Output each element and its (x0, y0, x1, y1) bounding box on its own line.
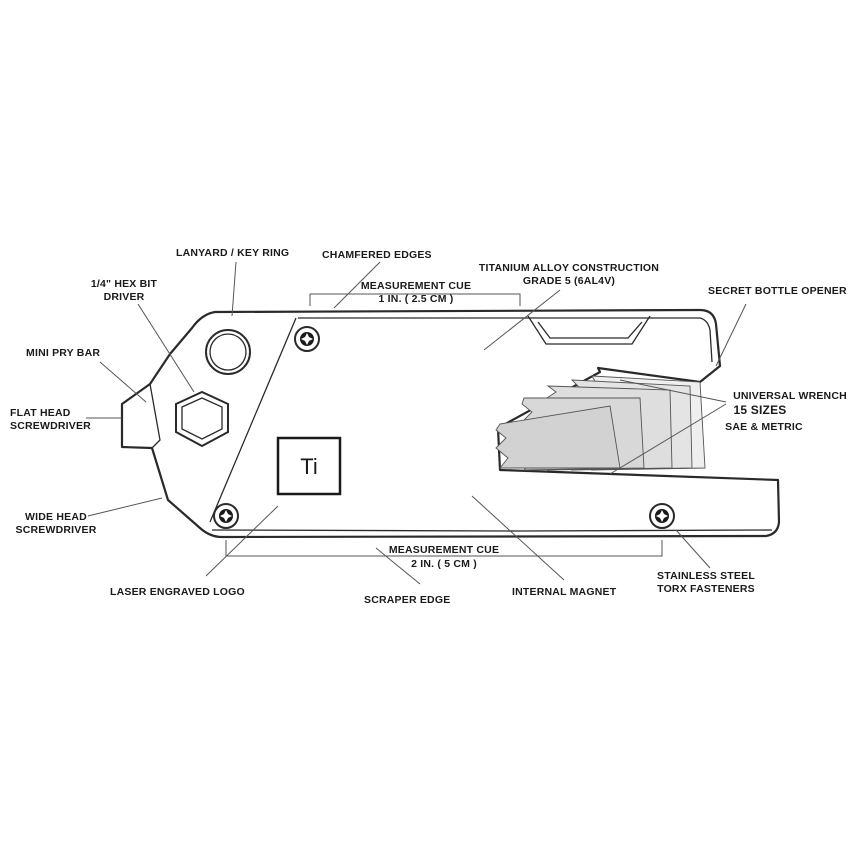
label-wide-head-line1: WIDE HEAD (25, 511, 87, 523)
label-scraper-edge: SCRAPER EDGE (364, 594, 450, 606)
measurement-bracket-top (309, 293, 521, 306)
label-titanium-line1: TITANIUM ALLOY CONSTRUCTION (479, 262, 659, 274)
lanyard-hole-inner (209, 333, 247, 371)
label-measure-bottom-line2: 2 IN. ( 5 CM ) (411, 558, 477, 570)
label-titanium-line2: GRADE 5 (6AL4V) (523, 275, 615, 287)
ti-logo-text: Ti (300, 454, 318, 479)
label-bottle-opener: SECRET BOTTLE OPENER (708, 285, 847, 297)
torx-fastener-bottom-right (649, 503, 675, 529)
label-lanyard: LANYARD / KEY RING (176, 247, 289, 259)
label-flat-head-line1: FLAT HEAD (10, 407, 71, 419)
label-wrench-line1: UNIVERSAL WRENCH (733, 390, 847, 402)
hex-bit-inner (181, 397, 223, 440)
label-hex-bit-line1: 1/4" HEX BIT (91, 278, 158, 290)
label-laser-engraved-logo: LASER ENGRAVED LOGO (110, 586, 245, 598)
label-chamfered-edges: CHAMFERED EDGES (322, 249, 432, 261)
head-divider (149, 383, 161, 449)
label-torx-line1: STAINLESS STEEL (657, 570, 755, 582)
torx-fastener-top-left (294, 326, 320, 352)
bottle-opener-slot (527, 315, 651, 345)
lanyard-hole (205, 329, 251, 375)
plate-outline (209, 317, 773, 532)
wrench-teeth (495, 375, 706, 471)
label-internal-magnet: INTERNAL MAGNET (512, 586, 617, 598)
label-measure-top-line2: 1 IN. ( 2.5 CM ) (379, 293, 454, 305)
label-measure-top-line1: MEASUREMENT CUE (361, 280, 471, 292)
torx-fastener-bottom-left (213, 503, 239, 529)
label-torx-line2: TORX FASTENERS (657, 583, 755, 595)
label-wrench-line2: 15 SIZES (734, 403, 787, 417)
label-wide-head-line2: SCREWDRIVER (16, 524, 97, 536)
hex-bit-driver (175, 390, 229, 448)
label-wrench-line3: SAE & METRIC (725, 421, 803, 433)
leader-lines (86, 261, 747, 585)
label-mini-pry-bar: MINI PRY BAR (26, 347, 100, 359)
label-measure-bottom-line1: MEASUREMENT CUE (389, 544, 499, 556)
ti-logo: Ti (276, 436, 342, 496)
measurement-bracket-bottom (225, 540, 663, 557)
label-hex-bit-line2: DRIVER (104, 291, 145, 303)
label-flat-head-line2: SCREWDRIVER (10, 420, 91, 432)
